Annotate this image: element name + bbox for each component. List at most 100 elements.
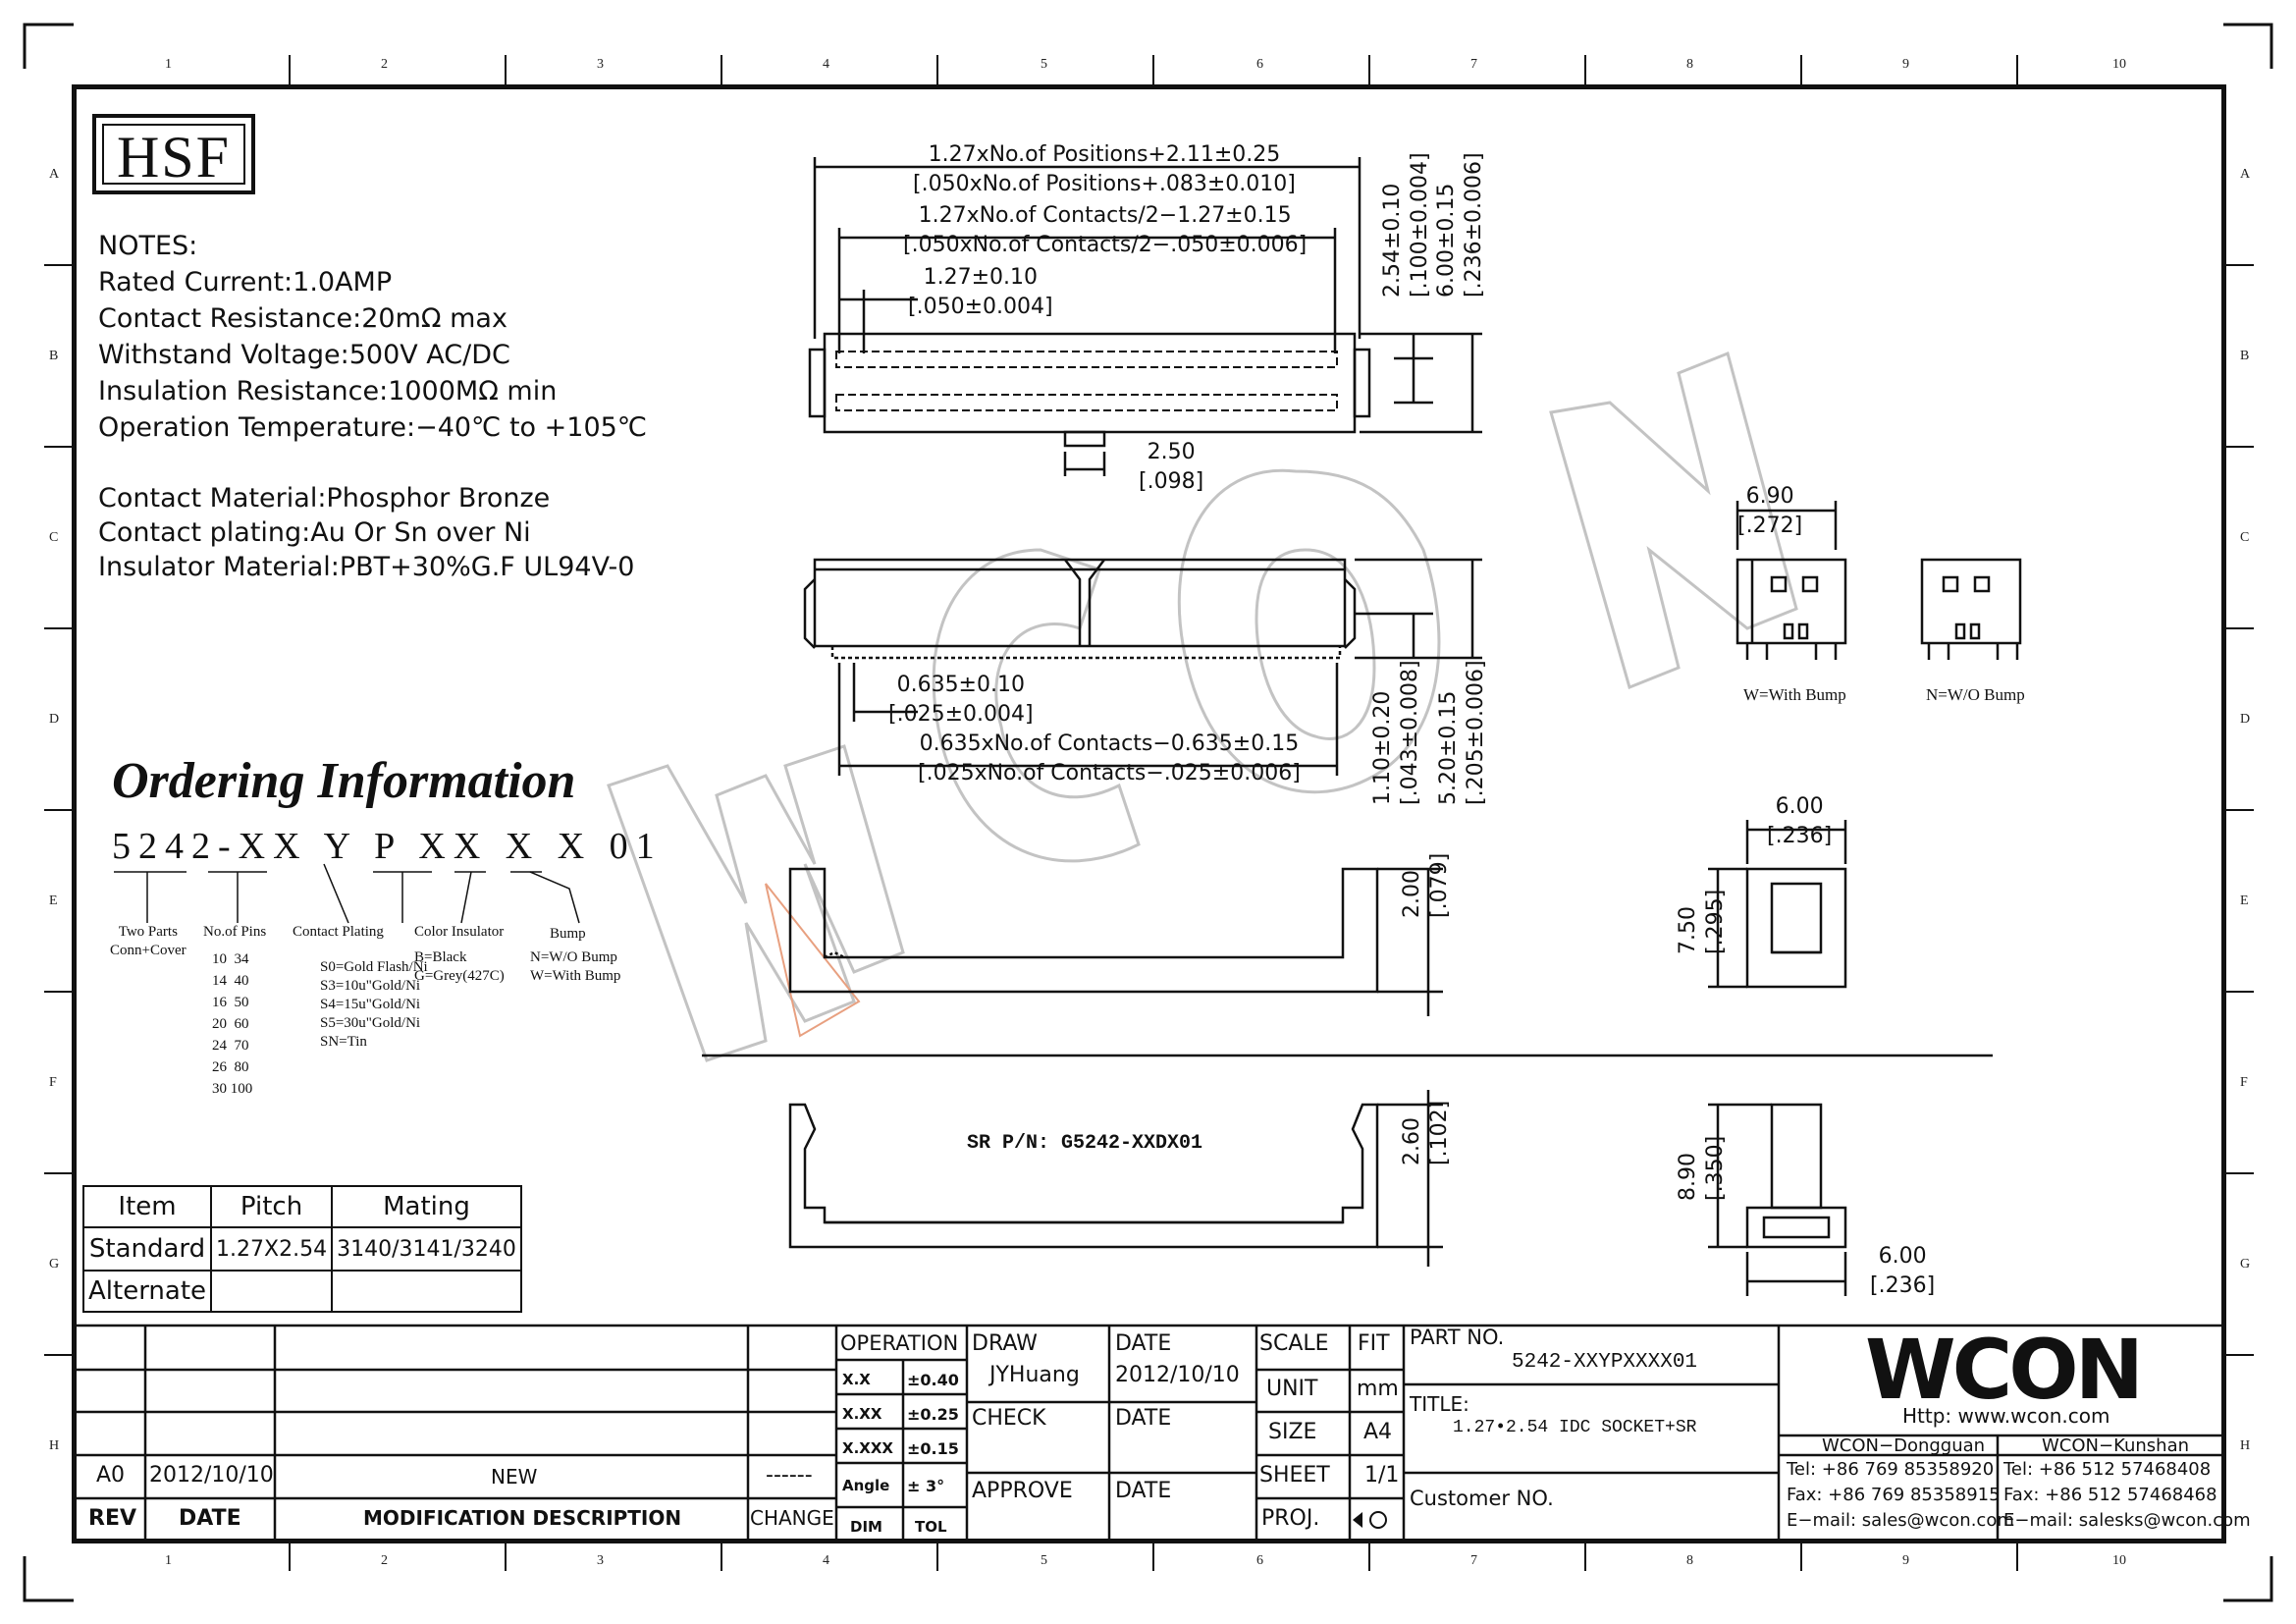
tol-key: Angle (842, 1477, 890, 1494)
material-line: Contact plating:Au Or Sn over Ni (98, 517, 531, 548)
tol-key: X.X (842, 1371, 871, 1388)
grid-col-4-bottom: 4 (823, 1553, 829, 1568)
ordering-color-label: Color Insulator (414, 924, 505, 940)
cover-view (702, 820, 1993, 1057)
check-date-label: DATE (1115, 1406, 1172, 1431)
grid-row-d-right: D (2240, 712, 2251, 727)
dim-cover-depth: 2.00 [.079] (1400, 852, 1452, 918)
grid-row-e: E (49, 893, 58, 908)
grid-row-c-right: C (2240, 530, 2250, 545)
draw-label: DRAW (972, 1331, 1038, 1356)
size-value: A4 (1363, 1420, 1393, 1444)
grid-col-10-bottom: 10 (2112, 1553, 2126, 1568)
ordering-pins: 10 34 14 40 16 50 20 60 24 70 26 80 30 1… (212, 951, 253, 1097)
ordering-code: 5242-XX Y P XX X X 01 (112, 826, 663, 867)
spec-header-pitch: Pitch (210, 1185, 334, 1228)
grid-col-5: 5 (1041, 57, 1047, 72)
crop-mark-br (2223, 1556, 2273, 1602)
grid-col-9: 9 (1902, 57, 1909, 72)
rev-date-value: 2012/10/10 (149, 1463, 274, 1488)
unit-value: mm (1357, 1377, 1399, 1401)
grid-row-a: A (49, 167, 60, 182)
kunshan-fax: Fax: +86 512 57468468 (2003, 1485, 2217, 1505)
dim-row-pitch: 2.54±0.10 [.100±0.004] (1380, 152, 1432, 298)
ordering-leader-lines (114, 863, 580, 924)
ordering-color: B=Black G=Grey(427C) (414, 949, 505, 984)
strain-relief-view (788, 1090, 1847, 1296)
title-label: TITLE: (1410, 1392, 1469, 1416)
customer-no-label: Customer NO. (1410, 1487, 1554, 1510)
crop-mark-tr (2223, 23, 2273, 69)
dim-sr-depth: 2.60 [.102] (1400, 1100, 1452, 1165)
grid-col-2: 2 (381, 57, 388, 72)
projection-symbol (1353, 1511, 1387, 1529)
date-value: 2012/10/10 (1115, 1363, 1240, 1387)
part-no-label: PART NO. (1410, 1326, 1505, 1349)
grid-col-6-bottom: 6 (1256, 1553, 1263, 1568)
note-line: Contact Resistance:20mΩ max (98, 303, 507, 334)
rev-desc-value: NEW (491, 1465, 538, 1489)
grid-col-8: 8 (1686, 57, 1693, 72)
end-view-with-bump (1735, 501, 1847, 660)
company-website: Http: www.wcon.com (1902, 1404, 2110, 1428)
grid-row-a-right: A (2240, 167, 2251, 182)
rev-value: A0 (96, 1463, 126, 1488)
wcon-watermark-outline (607, 351, 1798, 1062)
crop-mark-bl (23, 1556, 74, 1602)
spec-header-mating: Mating (331, 1185, 522, 1228)
drawer-name: JYHuang (989, 1363, 1080, 1387)
ordering-pins-label: No.of Pins (203, 924, 267, 940)
dim-body-width: 6.00±0.15 [.236±0.006] (1434, 152, 1486, 298)
dim-body-height: 5.20±0.15 [.205±0.006] (1436, 660, 1488, 805)
grid-col-10: 10 (2112, 57, 2126, 72)
spec-cell: Standard (81, 1226, 213, 1272)
grid-row-h-right: H (2240, 1438, 2251, 1453)
kunshan-name: WCON−Kunshan (2042, 1435, 2190, 1456)
grid-row-b-right: B (2240, 349, 2250, 363)
dim-cover-width: 6.00 [.236] (1767, 794, 1833, 848)
dongguan-email: E−mail: sales@wcon.com (1787, 1510, 2014, 1531)
label-wo-bump: N=W/O Bump (1926, 685, 2025, 704)
dim-pitch: 1.27±0.10 [.050±0.004] (908, 265, 1053, 319)
dim-side-span: 0.635xNo.of Contacts−0.635±0.15 [.025xNo… (918, 731, 1301, 785)
spec-cell: 3140/3141/3240 (331, 1226, 522, 1272)
ordering-title: Ordering Information (112, 753, 576, 809)
title-value: 1.27•2.54 IDC SOCKET+SR (1453, 1418, 1697, 1437)
label-with-bump: W=With Bump (1743, 685, 1846, 704)
dim-key-width: 2.50 [.098] (1139, 440, 1204, 494)
crop-mark-tl (23, 23, 74, 69)
approve-label: APPROVE (972, 1479, 1073, 1503)
grid-col-8-bottom: 8 (1686, 1553, 1693, 1568)
change-header: CHANGE (750, 1506, 834, 1530)
tol-value: TOL (915, 1518, 947, 1536)
dim-pin-length: 1.10±0.20 [.043±0.008] (1370, 660, 1422, 805)
grid-col-7-bottom: 7 (1470, 1553, 1477, 1568)
grid-col-9-bottom: 9 (1902, 1553, 1909, 1568)
grid-row-e-right: E (2240, 893, 2249, 908)
unit-label: UNIT (1266, 1377, 1318, 1401)
hsf-logo: HSF (92, 114, 255, 194)
material-line: Insulator Material:PBT+30%G.F UL94V-0 (98, 552, 635, 582)
ordering-two-parts: Two Parts Conn+Cover (110, 924, 187, 958)
dim-total-length: 1.27xNo.of Positions+2.11±0.25 [.050xNo.… (913, 142, 1296, 196)
grid-col-1-bottom: 1 (165, 1553, 172, 1568)
grid-ticks (44, 55, 2254, 1571)
grid-col-2-bottom: 2 (381, 1553, 388, 1568)
grid-col-6: 6 (1256, 57, 1263, 72)
grid-row-b: B (49, 349, 59, 363)
tol-value: ±0.25 (907, 1405, 959, 1424)
grid-row-h: H (49, 1438, 60, 1453)
sheet-value: 1/1 (1364, 1463, 1400, 1488)
tol-key: X.XXX (842, 1439, 893, 1457)
note-line: Operation Temperature:−40℃ to +105℃ (98, 412, 648, 443)
note-line: Rated Current:1.0AMP (98, 267, 393, 298)
dim-cover-height: 7.50 [.295] (1676, 889, 1728, 954)
title-block-grid (72, 1324, 2226, 1543)
note-line: Withstand Voltage:500V AC/DC (98, 340, 510, 370)
rev-header: REV (88, 1506, 136, 1531)
operation-label: OPERATION (840, 1331, 959, 1355)
date-label: DATE (1115, 1331, 1172, 1356)
grid-row-d: D (49, 712, 60, 727)
tol-key: X.XX (842, 1405, 882, 1423)
